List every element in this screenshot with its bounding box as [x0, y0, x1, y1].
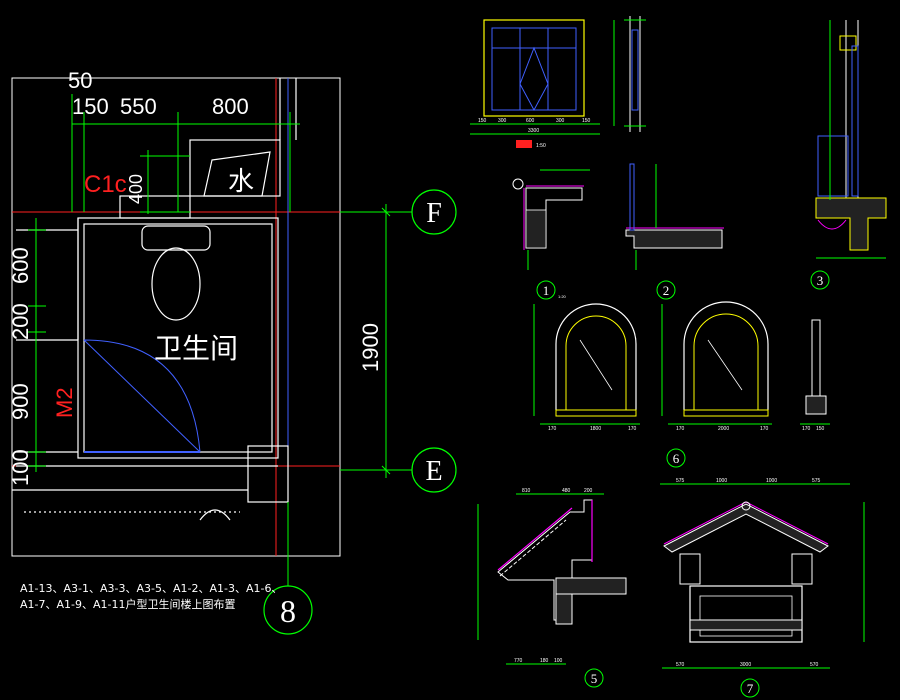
roof7-dim-0: 575 [676, 478, 685, 484]
window-tag: C1c [84, 171, 127, 198]
detail-2: 2 [625, 163, 724, 300]
roof7-bottom-0: 570 [676, 662, 685, 668]
window-dim-2: 600 [526, 118, 535, 124]
dim-200: 200 [8, 303, 33, 340]
axis-bubble-f [411, 189, 457, 235]
plan-caption-2: A1-7、A1-9、A1-11户型卫生间楼上图布置 [20, 597, 235, 611]
window-tag-box [516, 140, 532, 148]
axis-bubble-e [411, 447, 457, 493]
water-label: 水 [228, 167, 254, 197]
dim-900: 900 [8, 383, 33, 420]
plan-frame [11, 77, 341, 557]
plan-caption-1: A1-13、A3-1、A3-3、A3-5、A1-2、A1-3、A1-6、 [20, 582, 282, 595]
dim-50: 50 [68, 68, 92, 93]
roof7-dim-2: 1000 [766, 478, 777, 484]
arch-b-dim-0: 170 [676, 426, 685, 432]
detail-5-label: 5 [591, 671, 598, 686]
detail-5: 810 480 200 770 180 100 5 [477, 488, 627, 688]
roof7-dim-3: 575 [812, 478, 821, 484]
roof7-bottom-2: 570 [810, 662, 819, 668]
arch-a-dim-1: 1800 [590, 426, 601, 432]
dim-150: 150 [72, 94, 109, 119]
arch-c-dim-1: 150 [816, 426, 825, 432]
axis-bubble-8 [263, 585, 313, 635]
axis-label-8: 8 [280, 593, 296, 629]
roof5-bottom-1: 180 [540, 658, 549, 664]
left-dim-chain [28, 218, 46, 472]
detail-6-label: 6 [673, 451, 680, 466]
window-inner [491, 27, 577, 111]
roof5-bottom-0: 770 [514, 658, 523, 664]
window-mullions [492, 28, 576, 112]
detail-7-label: 7 [747, 681, 754, 696]
roof5-bottom-2: 100 [554, 658, 563, 664]
detail-1-scale: 1:20 [558, 294, 567, 299]
roof5-dim-2: 200 [584, 488, 593, 494]
door-tag: M2 [52, 387, 77, 418]
roof5-dim-1: 480 [562, 488, 571, 494]
window-dim-total: 3300 [528, 128, 539, 134]
arch-c-dim-0: 170 [802, 426, 811, 432]
dim-100: 100 [8, 449, 33, 486]
dim-600: 600 [8, 247, 33, 284]
dim-1900: 1900 [358, 323, 383, 372]
dim-800: 800 [212, 94, 249, 119]
detail-3-label: 3 [817, 273, 824, 288]
detail-1-label: 1 [543, 283, 550, 298]
bathroom-plan: 50 150 550 800 C1c 400 水 卫生间 M2 600 200 … [8, 68, 457, 635]
window-dim-3: 300 [556, 118, 565, 124]
arch-b-dim-1: 2000 [718, 426, 729, 432]
window-section [613, 16, 646, 132]
detail-3: 3 [810, 20, 887, 290]
right-dim [287, 204, 412, 586]
window-scale: 1:50 [536, 143, 546, 149]
door-swing [83, 339, 201, 453]
detail-7: 575 1000 1000 575 570 3000 570 7 [660, 478, 865, 698]
arch-b-dim-2: 170 [760, 426, 769, 432]
dim-550: 550 [120, 94, 157, 119]
plan-walls [12, 78, 297, 521]
window-dim: 400 [126, 174, 146, 204]
window-dim-1: 300 [498, 118, 507, 124]
window-dim-4: 150 [582, 118, 591, 124]
axis-label-e: E [425, 456, 442, 487]
window-dim-0: 150 [478, 118, 487, 124]
roof5-dim-0: 810 [522, 488, 531, 494]
toilet-fixture [141, 225, 211, 321]
roof7-dim-1: 1000 [716, 478, 727, 484]
top-dim-chain [71, 94, 300, 214]
room-label: 卫生间 [154, 332, 238, 365]
detail-6: 170 1800 170 170 2000 170 170 150 6 [533, 301, 830, 468]
detail-1: 1 1:20 [512, 169, 590, 300]
roof7-bottom-1: 3000 [740, 662, 751, 668]
axis-label-f: F [426, 198, 442, 229]
window-elevation: 150 300 600 300 150 3300 1:50 [470, 19, 600, 149]
arch-a-dim-2: 170 [628, 426, 637, 432]
detail-2-label: 2 [663, 283, 670, 298]
arch-a-dim-0: 170 [548, 426, 557, 432]
window-outer [483, 19, 585, 117]
